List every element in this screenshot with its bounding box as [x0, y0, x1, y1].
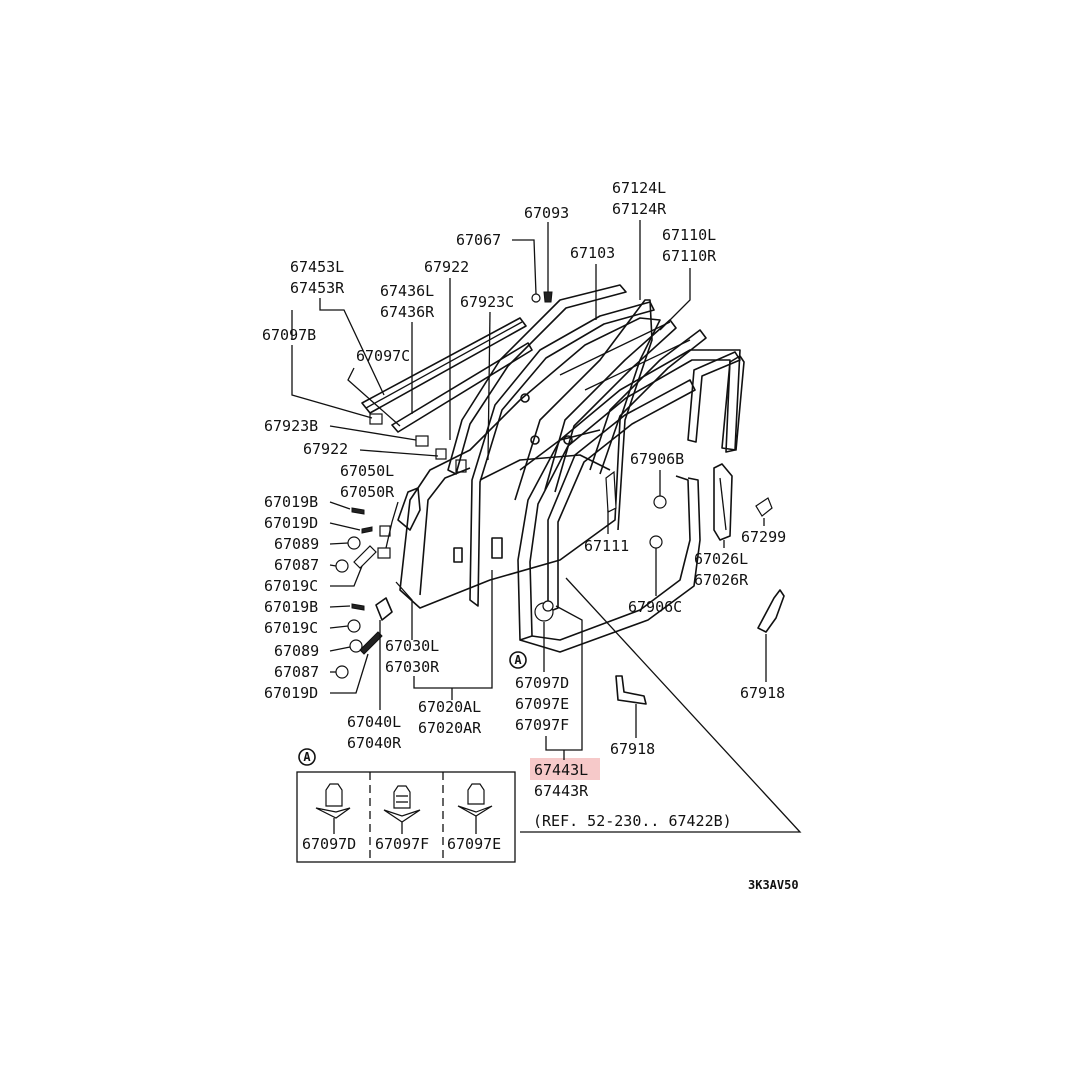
label-67019C-1: 67019C — [264, 577, 318, 595]
label-67030R: 67030R — [385, 658, 440, 676]
label-67019D-2: 67019D — [264, 684, 318, 702]
reference-note: (REF. 52-230.. 67422B) — [533, 812, 732, 830]
label-67050L: 67050L — [340, 462, 394, 480]
label-67918-lower: 67918 — [610, 740, 655, 758]
label-67436L: 67436L — [380, 282, 434, 300]
label-67103: 67103 — [570, 244, 615, 262]
label-67040R: 67040R — [347, 734, 402, 752]
label-67922-mid: 67922 — [303, 440, 348, 458]
label-67110R: 67110R — [662, 247, 717, 265]
label-67443R: 67443R — [534, 782, 589, 800]
label-67906C: 67906C — [628, 598, 682, 616]
label-67124L: 67124L — [612, 179, 666, 197]
label-67923C: 67923C — [460, 293, 514, 311]
inset-box: A 67097D 67097F 67097E — [296, 748, 516, 863]
clip-67097F-drawing — [383, 785, 421, 834]
label-67067: 67067 — [456, 231, 501, 249]
label-67923B: 67923B — [264, 417, 318, 435]
label-67097E: 67097E — [515, 695, 569, 713]
door-drawing — [335, 284, 785, 705]
inset-label-67097D: 67097D — [302, 835, 356, 853]
label-67111: 67111 — [584, 537, 629, 555]
label-67453R: 67453R — [290, 279, 345, 297]
label-67087-1: 67087 — [274, 556, 319, 574]
label-67020AL: 67020AL — [418, 698, 481, 716]
label-67026L: 67026L — [694, 550, 748, 568]
label-67019B-2: 67019B — [264, 598, 318, 616]
label-67087-2: 67087 — [274, 663, 319, 681]
callout-marker: A — [514, 653, 522, 667]
label-67299: 67299 — [741, 528, 786, 546]
label-67093: 67093 — [524, 204, 569, 222]
hinge-fasteners — [335, 507, 383, 679]
label-67922-top: 67922 — [424, 258, 469, 276]
label-67110L: 67110L — [662, 226, 716, 244]
label-67918-right: 67918 — [740, 684, 785, 702]
diagram-code: 3K3AV50 — [748, 878, 799, 892]
label-67097D: 67097D — [515, 674, 569, 692]
label-67906B: 67906B — [630, 450, 684, 468]
label-67124R: 67124R — [612, 200, 667, 218]
label-67030L: 67030L — [385, 637, 439, 655]
label-67089-1: 67089 — [274, 535, 319, 553]
label-67040L: 67040L — [347, 713, 401, 731]
inset-label-67097F: 67097F — [375, 835, 429, 853]
leader-lines — [291, 220, 802, 833]
label-67097C: 67097C — [356, 347, 410, 365]
label-67089-2: 67089 — [274, 642, 319, 660]
label-67019D-1: 67019D — [264, 514, 318, 532]
highlight-box — [530, 758, 600, 780]
label-67020AR: 67020AR — [418, 719, 482, 737]
label-67097F: 67097F — [515, 716, 569, 734]
inset-label-67097E: 67097E — [447, 835, 501, 853]
inset-callout: A — [303, 750, 311, 764]
label-67436R: 67436R — [380, 303, 435, 321]
part-labels: 67124L 67124R 67093 67067 67103 67110L 6… — [262, 179, 786, 830]
clip-67097E-drawing — [457, 783, 493, 834]
label-67019B-1: 67019B — [264, 493, 318, 511]
label-67443L: 67443L — [534, 761, 588, 779]
label-67026R: 67026R — [694, 571, 749, 589]
label-67050R: 67050R — [340, 483, 395, 501]
label-67097B: 67097B — [262, 326, 316, 344]
label-67453L: 67453L — [290, 258, 344, 276]
label-67019C-2: 67019C — [264, 619, 318, 637]
clip-67097D-drawing — [315, 783, 351, 834]
